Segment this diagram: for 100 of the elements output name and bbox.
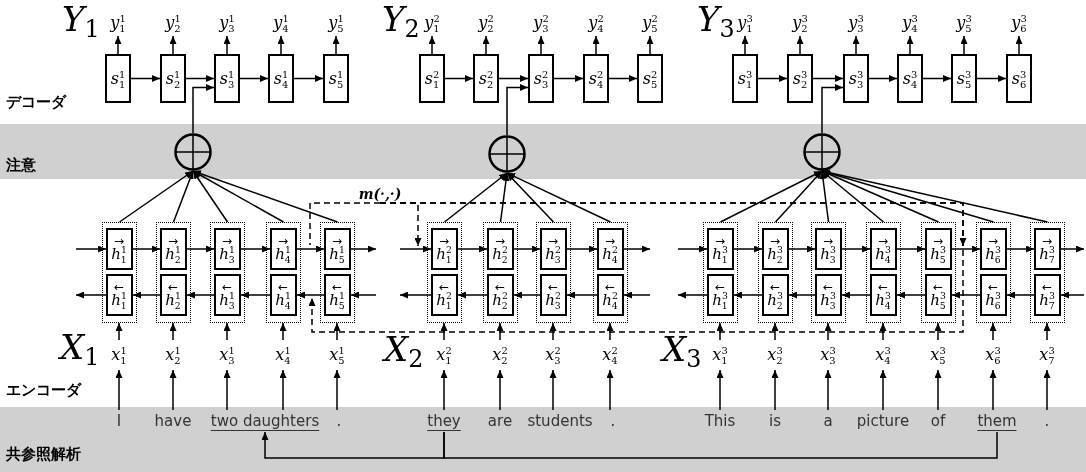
arrow — [350, 291, 377, 299]
arrow — [788, 245, 816, 253]
word: have — [153, 410, 193, 432]
state-box — [213, 273, 241, 316]
state-box — [814, 227, 842, 270]
arrow — [115, 322, 123, 341]
arrow — [192, 84, 215, 134]
arrow-symbol: → — [113, 235, 125, 247]
arrow — [896, 291, 926, 299]
arrow — [549, 322, 557, 341]
state-box — [269, 227, 297, 270]
arrow — [1015, 35, 1023, 55]
arrow — [223, 322, 231, 341]
arrow — [118, 170, 194, 223]
arrow — [499, 172, 510, 223]
dotted-frame — [266, 222, 301, 323]
arrow — [733, 291, 763, 299]
arrow — [192, 170, 285, 223]
arrow — [1043, 322, 1051, 341]
arrow — [172, 170, 194, 223]
arrow-symbol: ← — [822, 281, 834, 293]
arrow — [444, 75, 474, 82]
arrow-symbol: → — [167, 235, 179, 247]
word: two daughters — [196, 410, 334, 432]
arrow — [1043, 369, 1051, 411]
arrow — [623, 245, 651, 253]
arrow — [293, 75, 324, 82]
arrow — [457, 245, 488, 253]
sequence-label: X$_{1}$ — [60, 330, 100, 370]
state-box — [761, 273, 789, 316]
arrow — [506, 172, 612, 223]
arrow — [549, 369, 557, 411]
row-label: デコーダ — [6, 93, 66, 112]
arrow — [922, 75, 952, 82]
state-box — [159, 227, 187, 270]
arrow-symbol: ← — [1041, 281, 1053, 293]
dotted-frame — [427, 222, 462, 323]
row-label: エンコーダ — [6, 381, 81, 400]
sum-circle — [174, 133, 212, 171]
arrow — [879, 369, 887, 411]
arrow — [819, 170, 830, 223]
word: are — [484, 410, 516, 432]
arrow — [498, 75, 529, 82]
arrow — [537, 35, 545, 55]
arrow — [186, 245, 215, 253]
arrow — [132, 245, 161, 253]
arrow-symbol: → — [494, 235, 506, 247]
arrow — [296, 245, 325, 253]
state-box — [1033, 273, 1061, 316]
arrow — [733, 245, 763, 253]
arrow — [677, 291, 708, 299]
arrow — [440, 322, 448, 341]
arrow-symbol: → — [769, 235, 781, 247]
arrow — [796, 35, 804, 55]
arrow — [812, 75, 844, 82]
sequence-label: Y$_{2}$ — [382, 2, 420, 42]
arrow — [399, 245, 432, 253]
dotted-frame — [976, 222, 1011, 323]
state-box — [323, 227, 351, 270]
arrow — [566, 291, 598, 299]
arrow — [130, 75, 161, 82]
arrow — [186, 291, 215, 299]
state-box — [596, 227, 624, 270]
arrow-symbol: ← — [987, 281, 999, 293]
state-box — [814, 273, 842, 316]
arrow — [951, 291, 981, 299]
arrow-symbol: → — [714, 235, 726, 247]
word: . — [335, 410, 343, 432]
arrow — [771, 322, 779, 341]
arrow — [169, 369, 177, 411]
row-label: 共参照解析 — [6, 445, 81, 464]
arrow-symbol: → — [932, 235, 944, 247]
state-box — [706, 273, 734, 316]
word: I — [112, 410, 126, 432]
dotted-frame — [536, 222, 571, 323]
word: a — [822, 410, 834, 432]
arrow-symbol: ← — [932, 281, 944, 293]
dotted-frame — [483, 222, 518, 323]
arrow-symbol: ← — [769, 281, 781, 293]
arrow — [566, 245, 598, 253]
arrow — [513, 291, 541, 299]
arrow — [332, 35, 340, 55]
arrow — [719, 170, 823, 223]
arrow — [428, 35, 436, 55]
word: . — [608, 410, 618, 432]
arrow — [606, 322, 614, 341]
function-label: m(·,·) — [356, 185, 404, 203]
arrow — [1006, 245, 1035, 253]
dotted-frame — [102, 222, 137, 323]
arrow — [240, 291, 271, 299]
state-box — [979, 273, 1007, 316]
arrow-symbol: ← — [221, 281, 233, 293]
state-box — [323, 273, 351, 316]
state-box — [706, 227, 734, 270]
arrow — [223, 369, 231, 411]
dotted-frame — [1030, 222, 1065, 323]
arrow — [821, 169, 1049, 223]
state-box — [486, 273, 514, 316]
word: of — [927, 410, 949, 432]
dotted-frame — [811, 222, 846, 323]
